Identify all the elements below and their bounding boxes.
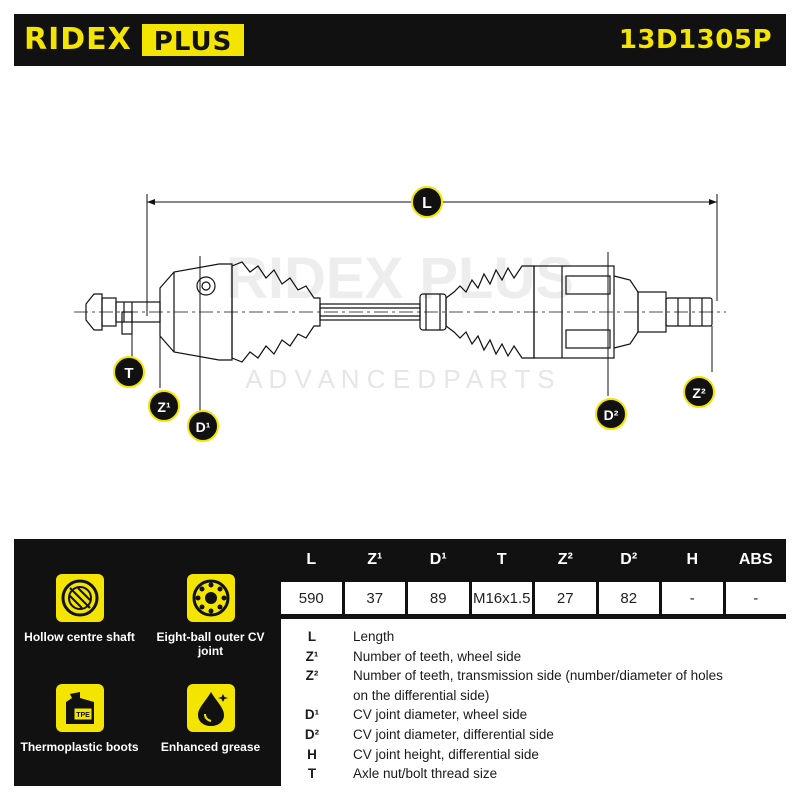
spec-header-abs: ABS <box>725 544 786 576</box>
brand-logo-suffix: PLUS <box>141 24 245 57</box>
legend-symbol: D¹ <box>304 707 320 723</box>
tpe-boot-icon: TPE <box>55 684 104 732</box>
tpe-badge: TPE <box>76 712 90 719</box>
feature-hollow-shaft: Hollow centre shaft <box>14 574 145 644</box>
watermark-logo: RIDEX PLUS <box>226 246 574 311</box>
spec-value-z2: 27 <box>535 582 596 614</box>
drive-shaft-drawing: RIDEX PLUS A D V A N C E D P A R T S <box>74 186 726 442</box>
callout-z1-label: Z¹ <box>157 399 171 415</box>
legend-symbol: Z² <box>305 668 319 684</box>
legend-text: Number of teeth, transmission side (numb… <box>353 668 723 703</box>
callout-l-label: L <box>422 195 432 212</box>
brand-logo-text: RIDEX <box>24 22 132 57</box>
spec-header-row: L Z¹ D¹ T Z² D² H ABS <box>281 544 786 576</box>
callout-t-label: T <box>124 365 133 382</box>
spec-legend: L Length Z¹ Number of teeth, wheel side … <box>281 619 786 786</box>
callout-z2: Z² <box>683 376 715 408</box>
spec-value-z1: 37 <box>344 582 405 614</box>
spec-header-z2: Z² <box>535 544 596 576</box>
callout-d2-label: D² <box>604 407 619 423</box>
feature-enhanced-grease: Enhanced grease <box>145 684 276 754</box>
product-card: RIDEX PLUS 13D1305P RIDEX PLUS A D V A N… <box>14 14 786 786</box>
callout-l: L <box>411 186 443 218</box>
legend-item: D¹ CV joint diameter, wheel side <box>281 705 786 725</box>
legend-symbol: L <box>307 629 317 644</box>
spec-value-t: M16x1.5 <box>471 582 532 614</box>
legend-text: CV joint height, differential side <box>353 746 539 762</box>
callout-d2: D² <box>595 398 627 430</box>
header-bar: RIDEX PLUS 13D1305P <box>14 14 786 66</box>
spec-header-t: T <box>471 544 532 576</box>
legend-symbol: H <box>307 746 317 762</box>
spec-header-h: H <box>662 544 723 576</box>
spec-value-d1: 89 <box>408 582 469 614</box>
legend-text: CV joint diameter, wheel side <box>353 707 528 723</box>
watermark-tagline: A D V A N C E D P A R T S <box>245 364 554 394</box>
grease-drop-icon <box>186 684 235 732</box>
legend-item: T Axle nut/bolt thread size <box>281 764 786 784</box>
spec-value-h: - <box>662 582 723 614</box>
callout-d1-label: D¹ <box>196 419 211 435</box>
callout-d1: D¹ <box>187 410 219 442</box>
feature-list: Hollow centre shaft Eight-ball outer CV … <box>14 544 276 786</box>
feature-label: Enhanced grease <box>160 740 261 754</box>
spec-table: L Z¹ D¹ T Z² D² H ABS 590 37 89 M16x1.5 … <box>281 544 786 614</box>
brand-logo: RIDEX PLUS <box>24 22 245 57</box>
spec-header-d2: D² <box>598 544 659 576</box>
feature-label: Hollow centre shaft <box>24 630 135 644</box>
feature-eight-ball-joint: Eight-ball outer CV joint <box>145 574 276 658</box>
hollow-shaft-icon <box>55 574 104 622</box>
legend-text: Number of teeth, wheel side <box>353 648 522 664</box>
spec-value-l: 590 <box>281 582 342 614</box>
feature-tpe-boots: TPE Thermoplastic boots <box>14 684 145 754</box>
feature-label: Eight-ball outer CV joint <box>156 630 265 658</box>
spec-header-d1: D¹ <box>408 544 469 576</box>
legend-item: L Length <box>281 627 786 647</box>
spec-header-z1: Z¹ <box>344 544 405 576</box>
callout-t: T <box>113 356 145 388</box>
legend-symbol: D² <box>304 726 320 742</box>
legend-symbol: Z¹ <box>305 648 319 664</box>
spec-header-l: L <box>281 544 342 576</box>
eight-ball-joint-icon <box>186 574 235 622</box>
legend-item: Z² Number of teeth, transmission side (n… <box>281 666 786 705</box>
spec-value-d2: 82 <box>598 582 659 614</box>
legend-item: Z¹ Number of teeth, wheel side <box>281 647 786 667</box>
legend-text: CV joint diameter, differential side <box>353 726 554 742</box>
spec-value-row: 590 37 89 M16x1.5 27 82 - - <box>281 582 786 614</box>
legend-item: D² CV joint diameter, differential side <box>281 725 786 745</box>
legend-text: Axle nut/bolt thread size <box>353 766 498 782</box>
legend-symbol: T <box>307 766 317 782</box>
spec-value-abs: - <box>725 582 786 614</box>
feature-label: Thermoplastic boots <box>20 740 139 754</box>
callout-z1: Z¹ <box>148 390 180 422</box>
legend-item: H CV joint height, differential side <box>281 745 786 765</box>
callout-z2-label: Z² <box>692 385 706 401</box>
part-number: 13D1305P <box>618 25 772 55</box>
technical-drawing: RIDEX PLUS A D V A N C E D P A R T S <box>14 66 786 539</box>
legend-text: Length <box>353 629 395 644</box>
